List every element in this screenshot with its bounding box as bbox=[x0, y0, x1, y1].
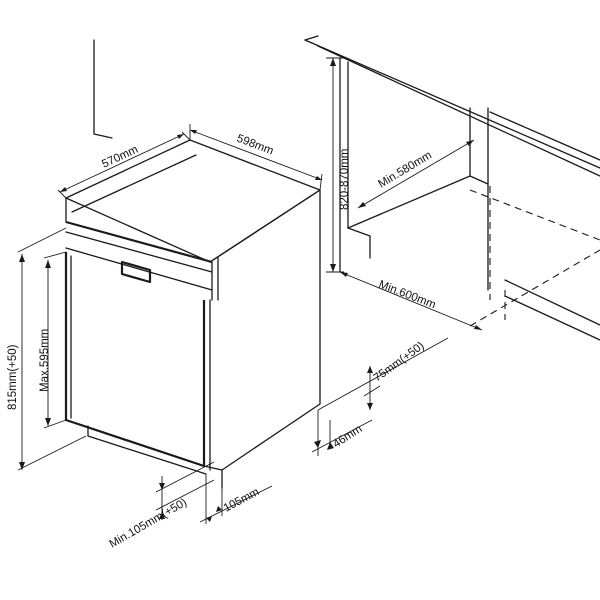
dim-plinth-height: Min.105mm(+50) bbox=[108, 461, 215, 551]
dishwasher bbox=[64, 139, 321, 489]
dim-plinth-depth: 46mm bbox=[311, 410, 373, 456]
plinth-height-label: Min.105mm(+50) bbox=[108, 497, 190, 551]
dim-cabinet-depth: Min.580mm bbox=[357, 139, 475, 209]
dim-width: 598mm bbox=[189, 124, 323, 191]
dim-niche-width: Min.600mm bbox=[339, 271, 483, 331]
dim-door-height: Max.595mm bbox=[39, 251, 67, 429]
cabinet-right-dashed bbox=[469, 186, 600, 341]
total-height-label: 815mm(+50) bbox=[7, 344, 19, 410]
dim-total-height: 815mm(+50) bbox=[7, 227, 87, 471]
toe-space-label: 105mm bbox=[222, 486, 262, 515]
plinth-adjust-label: 75mm(+50) bbox=[372, 340, 427, 385]
cabinet-height-label: 820-870mm bbox=[339, 149, 351, 210]
upper-cabinet bbox=[93, 39, 113, 139]
display-window bbox=[120, 260, 152, 284]
width-label: 598mm bbox=[235, 133, 275, 158]
cabinet-wall bbox=[339, 57, 600, 291]
dim-cabinet-height: 820-870mm bbox=[326, 57, 351, 273]
door-height-label: Max.595mm bbox=[39, 329, 51, 392]
niche-width-label: Min.600mm bbox=[377, 279, 437, 312]
dim-plinth-adjust: 75mm(+50) bbox=[317, 337, 449, 411]
worktop bbox=[304, 35, 600, 177]
cabinet-depth-label: Min.580mm bbox=[376, 149, 434, 190]
plinth-depth-label: 46mm bbox=[331, 423, 364, 450]
